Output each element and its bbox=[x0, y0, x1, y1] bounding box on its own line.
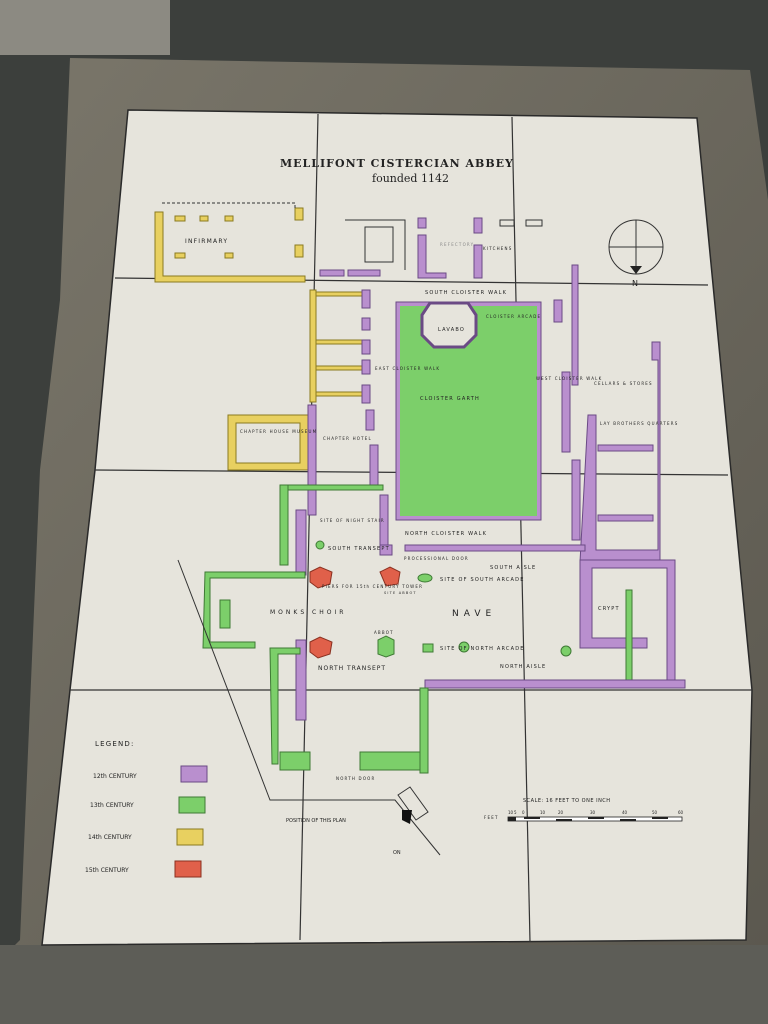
path-line bbox=[177, 559, 441, 856]
scale-tick-label: 40 bbox=[622, 810, 628, 815]
tile-grid bbox=[70, 113, 752, 943]
church-walls bbox=[202, 484, 686, 774]
scale-tick-label: 60 bbox=[678, 810, 684, 815]
label-site-south-arcade: SITE OF SOUTH ARCADE bbox=[440, 577, 525, 583]
label-site-north-arcade: SITE OF NORTH ARCADE bbox=[440, 646, 525, 652]
label-east-cloister-walk: EAST CLOISTER WALK bbox=[375, 366, 440, 371]
legend-swatch-15th bbox=[174, 860, 202, 878]
label-site-abbot: SITE ABBOT bbox=[384, 591, 417, 595]
label-monks-choir: MONKS CHOIR bbox=[270, 609, 346, 616]
label-position-of-plan: POSITION OF THIS PLAN bbox=[286, 818, 346, 824]
plan-subtitle: founded 1142 bbox=[372, 172, 449, 185]
label-chapter-house-museum: CHAPTER HOUSE MUSEUM bbox=[240, 429, 317, 434]
label-cellars-stores: CELLARS & STORES bbox=[594, 381, 653, 386]
label-abbot: ABBOT bbox=[374, 630, 394, 635]
label-south-cloister-walk: SOUTH CLOISTER WALK bbox=[425, 290, 507, 296]
legend-title: LEGEND: bbox=[95, 740, 135, 748]
label-chapter-hotel: CHAPTER HOTEL bbox=[323, 436, 372, 441]
legend-swatch-14th bbox=[176, 828, 204, 846]
paving bbox=[0, 0, 170, 55]
plan-title: MELLIFONT CISTERCIAN ABBEY bbox=[280, 157, 514, 170]
label-lay-brothers-quarters: LAY BROTHERS QUARTERS bbox=[600, 421, 679, 426]
label-north-aisle: NORTH AISLE bbox=[500, 664, 546, 670]
legend-label: 12th CENTURY bbox=[93, 773, 137, 780]
scale-tick-label: 10 bbox=[540, 810, 546, 815]
scale-caption: SCALE: 16 FEET TO ONE INCH bbox=[523, 798, 611, 804]
label-south-transept: SOUTH TRANSEPT bbox=[328, 546, 390, 552]
label-kitchens: KITCHENS bbox=[483, 246, 512, 251]
piers bbox=[309, 540, 572, 659]
legend-label: 15th CENTURY bbox=[85, 867, 129, 874]
scale-tick-label: 50 bbox=[652, 810, 658, 815]
scale-tick-label: 30 bbox=[590, 810, 596, 815]
label-refectory: REFECTORY bbox=[440, 242, 474, 247]
kitchen-wall bbox=[525, 219, 543, 227]
infirmary-outline bbox=[162, 202, 296, 210]
you-are-here-marker-icon bbox=[402, 810, 412, 824]
scale-tick-label: 10 bbox=[508, 810, 514, 815]
legend-label: 14th CENTURY bbox=[88, 834, 132, 841]
legend-label: 13th CENTURY bbox=[90, 802, 134, 809]
label-lavabo: LAVABO bbox=[438, 327, 465, 333]
label-north-door: NORTH DOOR bbox=[336, 776, 376, 781]
label-south-aisle: SOUTH AISLE bbox=[490, 565, 536, 571]
label-cloister-arcade: CLOISTER ARCADE bbox=[486, 314, 541, 319]
plinth-front bbox=[0, 945, 768, 1024]
legend-swatch-12th bbox=[180, 765, 208, 783]
label-north-cloister-walk: NORTH CLOISTER WALK bbox=[405, 531, 487, 537]
kitchen-wall bbox=[499, 219, 515, 227]
label-on: ON bbox=[393, 850, 401, 856]
refectory-walls bbox=[319, 217, 579, 386]
cloister-garth bbox=[395, 301, 542, 521]
label-cloister-garth: CLOISTER GARTH bbox=[420, 396, 480, 402]
scale-tick-label: 0 bbox=[522, 810, 525, 815]
label-processional-door: PROCESSIONAL DOOR bbox=[404, 556, 469, 561]
refectory-outline bbox=[345, 219, 406, 270]
label-site-of-night-stair: SITE OF NIGHT STAIR bbox=[320, 518, 385, 523]
scale-tick-label: 5 bbox=[514, 810, 517, 815]
compass-north-label: N bbox=[632, 279, 638, 288]
label-infirmary: INFIRMARY bbox=[185, 238, 228, 245]
compass-icon bbox=[608, 219, 664, 275]
east-range-walls bbox=[227, 289, 379, 516]
scale-tick-label: 20 bbox=[558, 810, 564, 815]
label-piers-tower: PIERS FOR 15th CENTURY TOWER bbox=[322, 584, 423, 589]
label-nave: NAVE bbox=[452, 609, 496, 619]
legend-swatch-13th bbox=[178, 796, 206, 814]
label-north-transept: NORTH TRANSEPT bbox=[318, 665, 386, 672]
legend: LEGEND: 12th CENTURY 13th CENTURY 14th C… bbox=[85, 740, 208, 878]
label-crypt: CRYPT bbox=[598, 606, 620, 612]
label-west-cloister-walk: WEST CLOISTER WALK bbox=[536, 376, 602, 381]
west-range-walls bbox=[553, 299, 676, 686]
infirmary-walls bbox=[154, 207, 306, 283]
scale-unit: FEET bbox=[484, 815, 499, 820]
